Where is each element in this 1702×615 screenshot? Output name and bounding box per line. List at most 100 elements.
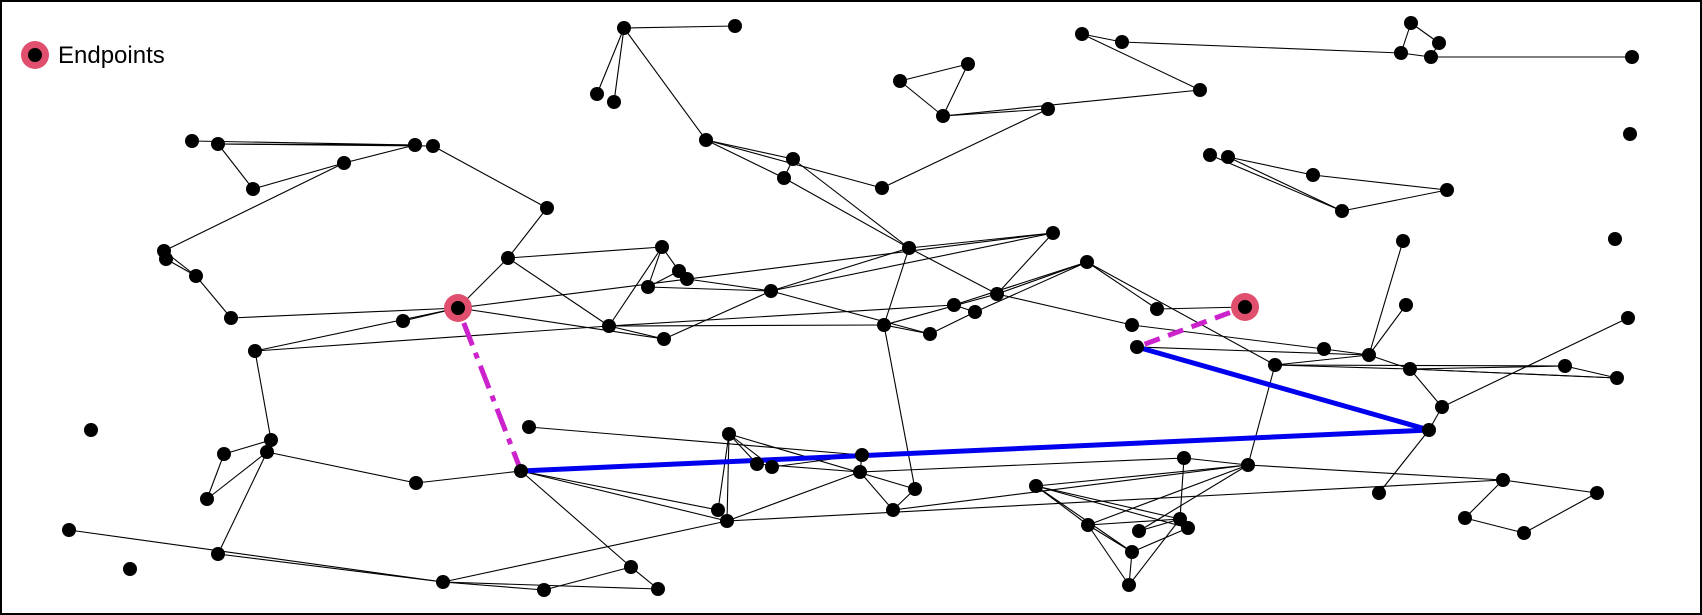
graph-node xyxy=(248,344,262,358)
graph-node xyxy=(123,562,137,576)
graph-edge xyxy=(859,471,894,511)
graph-node xyxy=(722,427,736,441)
graph-node xyxy=(1221,150,1235,164)
graph-edge xyxy=(1086,261,1158,310)
graph-edge xyxy=(1138,518,1181,532)
graph-node xyxy=(396,314,410,328)
graph-edge xyxy=(1035,485,1189,529)
legend-label: Endpoints xyxy=(58,42,165,69)
graph-node xyxy=(657,332,671,346)
graph-node xyxy=(1041,102,1055,116)
graph-node xyxy=(260,445,274,459)
graph-edge xyxy=(770,232,1054,292)
graph-node xyxy=(1558,359,1572,373)
graph-edge xyxy=(1441,317,1629,408)
graph-edge xyxy=(507,246,663,259)
graph-edge xyxy=(442,520,728,583)
graph-edge xyxy=(942,63,969,117)
graph-node xyxy=(1424,50,1438,64)
graph-edge xyxy=(792,158,910,249)
graph-edge xyxy=(1087,524,1130,586)
graph-edge xyxy=(974,261,1088,313)
graph-edge xyxy=(1138,464,1249,532)
graph-edge xyxy=(1131,324,1325,350)
graph-node xyxy=(1621,311,1635,325)
graph-edge xyxy=(442,581,659,590)
graph-edge xyxy=(996,293,1133,326)
graph-node xyxy=(968,305,982,319)
graph-node xyxy=(537,583,551,597)
graph-edge xyxy=(254,307,459,352)
graph-edge xyxy=(1368,240,1404,356)
nodes-layer xyxy=(62,16,1639,597)
graph-edge xyxy=(1087,524,1133,553)
graph-edge xyxy=(1227,156,1343,212)
graph-edge xyxy=(252,162,345,190)
graph-node xyxy=(699,133,713,147)
graph-edge xyxy=(1274,354,1370,366)
graph-node xyxy=(875,181,889,195)
graph-node xyxy=(777,171,791,185)
endpoint-connector xyxy=(461,322,524,472)
graph-node xyxy=(990,287,1004,301)
graph-edge xyxy=(783,177,910,249)
graph-node xyxy=(1203,148,1217,162)
graph-edge xyxy=(1323,348,1370,356)
graph-node xyxy=(409,476,423,490)
graph-node xyxy=(159,252,173,266)
graph-edge xyxy=(1081,33,1201,91)
graph-edge xyxy=(1378,429,1430,494)
graph-edge xyxy=(726,479,1504,522)
graph-edge xyxy=(520,470,728,522)
graph-node xyxy=(1181,521,1195,535)
graph-node xyxy=(1496,473,1510,487)
graph-node xyxy=(936,109,950,123)
graph-edge xyxy=(883,324,916,490)
graph-node xyxy=(1623,127,1637,141)
graph-edge xyxy=(608,246,663,327)
graph-node xyxy=(624,560,638,574)
graph-node xyxy=(607,95,621,109)
graph-edge xyxy=(230,307,459,319)
endpoint-node xyxy=(1238,300,1252,314)
graph-node xyxy=(1075,27,1089,41)
graph-edge xyxy=(507,257,610,327)
graph-node xyxy=(1122,578,1136,592)
graph-edge xyxy=(442,581,545,591)
graph-node xyxy=(886,503,900,517)
graph-edge xyxy=(881,108,1049,189)
graph-edge xyxy=(728,433,916,490)
graph-edge xyxy=(705,139,785,179)
graph-node xyxy=(853,465,867,479)
graph-edge xyxy=(908,247,998,295)
graph-node xyxy=(1394,46,1408,60)
graph-edge xyxy=(1409,368,1618,379)
graph-edge xyxy=(457,232,1054,309)
graph-edge xyxy=(613,27,625,103)
graph-edge xyxy=(217,553,444,583)
graph-edge xyxy=(1035,464,1249,487)
graph-node xyxy=(1590,486,1604,500)
graph-edge xyxy=(1183,457,1249,466)
graph-node xyxy=(1080,255,1094,269)
graph-edge xyxy=(68,529,444,583)
graph-edge xyxy=(623,27,707,141)
graph-edge xyxy=(1464,517,1525,534)
graph-node xyxy=(651,582,665,596)
graph-node xyxy=(764,284,778,298)
graph-edge xyxy=(1227,156,1314,176)
graph-edge xyxy=(942,89,1201,117)
graph-node xyxy=(893,74,907,88)
graph-node xyxy=(728,19,742,33)
graph-node xyxy=(217,447,231,461)
graph-node xyxy=(590,87,604,101)
graph-node xyxy=(1306,168,1320,182)
graph-edge xyxy=(1341,189,1448,212)
graph-edge xyxy=(520,470,632,568)
graph-node xyxy=(1404,16,1418,30)
graph-node xyxy=(1517,526,1531,540)
graph-edge xyxy=(1247,364,1276,466)
graph-node xyxy=(750,457,764,471)
graph-edge xyxy=(1035,485,1181,520)
graph-edge xyxy=(705,139,794,160)
